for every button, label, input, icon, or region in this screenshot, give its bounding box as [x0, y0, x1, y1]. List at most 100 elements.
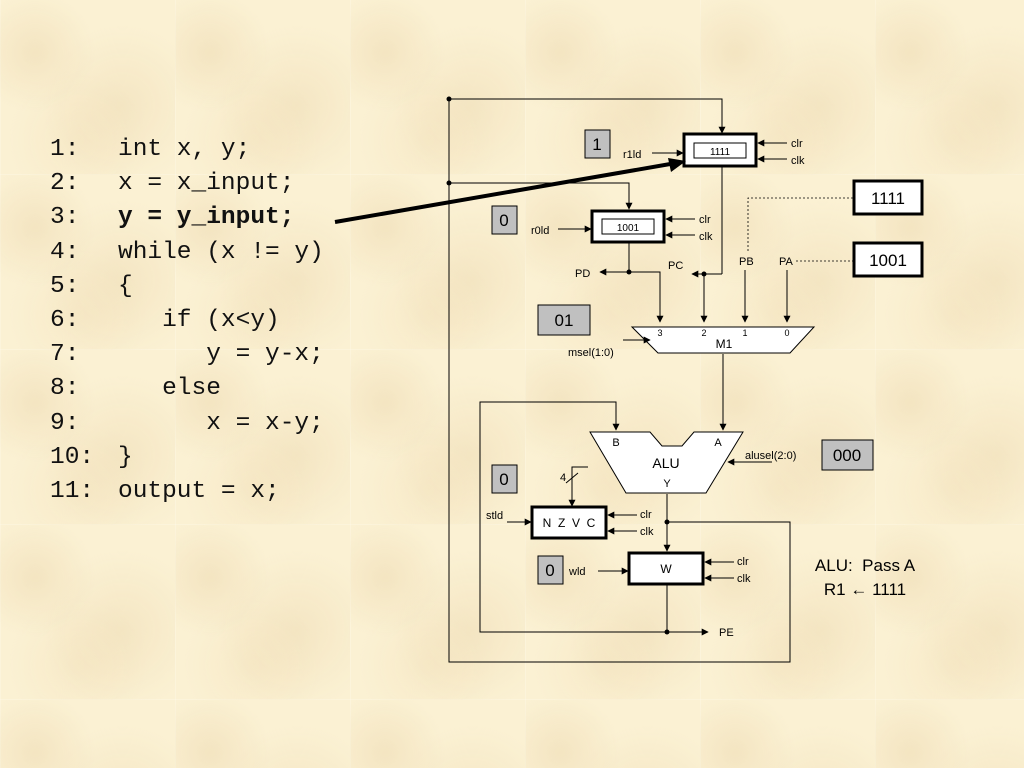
highlight-pointer-head	[668, 158, 686, 172]
alusel-value: 000	[833, 446, 861, 465]
w-clk-label: clk	[737, 573, 751, 585]
pd-label: PD	[575, 268, 590, 280]
line-number: 6:	[50, 306, 80, 334]
r0-value: 1001	[617, 223, 640, 234]
code-line: 10:}	[50, 441, 324, 475]
wld-value: 0	[545, 561, 554, 580]
highlight-pointer	[334, 161, 677, 224]
register-r1: 1111	[682, 132, 758, 168]
junction-dot	[664, 519, 670, 525]
alusel-label: alusel(2:0)	[745, 450, 796, 462]
status-clr-label: clr	[640, 509, 652, 521]
alu-label: ALU	[652, 455, 679, 471]
line-text: if (x<y)	[118, 306, 280, 334]
code-line: 3: y = y_input;	[50, 201, 324, 235]
line-number: 1:	[50, 136, 80, 163]
code-line: 11: output = x;	[50, 475, 324, 509]
wld-label: wld	[568, 566, 586, 578]
stld-value-box: 0	[491, 464, 518, 494]
code-line: 6: if (x<y)	[50, 304, 324, 338]
line-text: {	[118, 272, 133, 300]
status-flags: N Z V C	[543, 516, 596, 530]
msel-value: 01	[555, 311, 574, 330]
line-number: 8:	[50, 375, 80, 403]
code-listing: 1: int x, y; 2: x = x_input; 3: y = y_input; 4…	[50, 133, 324, 509]
line-number: 2:	[50, 170, 80, 198]
register-w: W	[627, 551, 705, 586]
r1ld-value-box: 1	[584, 129, 611, 159]
r0ld-value: 0	[499, 211, 508, 230]
mux-m1: M1 3 2 1 0	[630, 326, 816, 354]
mux-input-2: 2	[701, 328, 706, 338]
line-text: int x, y;	[118, 136, 251, 163]
pb-input-value: 1111	[871, 189, 905, 208]
code-line: 9: x = x-y;	[50, 407, 324, 441]
junction-dot	[626, 269, 632, 275]
line-number: 4:	[50, 238, 80, 266]
alu-out-y: Y	[663, 478, 671, 490]
pc-label: PC	[668, 260, 683, 272]
stld-label: stld	[486, 510, 503, 522]
register-r0: 1001	[590, 209, 666, 244]
line-number: 9:	[50, 409, 80, 437]
mux-input-3: 3	[657, 328, 662, 338]
pe-label: PE	[719, 627, 734, 639]
status-clk-label: clk	[640, 526, 654, 538]
code-line: 7: y = y-x;	[50, 338, 324, 372]
alu-in-b: B	[612, 437, 619, 449]
code-line: 4: while (x != y)	[50, 236, 324, 270]
register-output-wires	[599, 167, 791, 323]
r1ld-value: 1	[592, 135, 601, 154]
note-line-2: R1 ← 1111	[824, 580, 906, 599]
note-line-1: ALU: Pass A	[815, 556, 916, 575]
junction-dot	[446, 180, 452, 186]
line-number: 5:	[50, 272, 80, 300]
status-bus-width: 4	[560, 472, 566, 484]
pa-input-value: 1001	[869, 251, 907, 270]
alusel-value-box: 000	[821, 439, 874, 471]
code-line: 8: else	[50, 372, 324, 406]
alu: ALU B A Y	[589, 431, 744, 494]
msel-label: msel(1:0)	[568, 347, 614, 359]
line-text: }	[118, 443, 133, 471]
line-number: 3:	[50, 204, 80, 232]
r0-clr-label: clr	[699, 214, 711, 226]
line-number: 11:	[50, 477, 95, 505]
line-number: 7:	[50, 341, 80, 369]
pa-label: PA	[779, 256, 794, 268]
junction-dot	[664, 629, 670, 635]
line-text: while (x != y)	[118, 238, 324, 266]
line-text: output = x;	[118, 477, 280, 505]
line-text: x = x-y;	[118, 409, 324, 437]
r1ld-label: r1ld	[623, 149, 641, 161]
mux-input-1: 1	[742, 328, 747, 338]
line-number: 10:	[50, 443, 95, 471]
line-text: y = y_input;	[118, 204, 295, 232]
line-text: x = x_input;	[118, 170, 295, 198]
mux-label: M1	[716, 337, 733, 351]
line-text: else	[118, 375, 221, 403]
r1-clr-label: clr	[791, 138, 803, 150]
stld-value: 0	[499, 470, 508, 489]
r0-clk-label: clk	[699, 231, 713, 243]
alu-in-a: A	[714, 437, 722, 449]
r1-value: 1111	[710, 147, 730, 158]
bus-arrows	[625, 99, 726, 210]
port-input-links	[747, 197, 853, 262]
code-line: 1: int x, y;	[50, 133, 324, 167]
junction-dot	[701, 271, 707, 277]
r0ld-value-box: 0	[491, 205, 518, 235]
code-line: 2: x = x_input;	[50, 167, 324, 201]
r1-clk-label: clk	[791, 155, 805, 167]
status-bus	[568, 466, 588, 507]
line-text: y = y-x;	[118, 341, 324, 369]
msel-value-box: 01	[537, 304, 591, 336]
wld-value-box: 0	[537, 555, 564, 585]
mux-input-0: 0	[784, 328, 789, 338]
w-to-alu-b	[479, 401, 667, 633]
pa-input-box: 1001	[852, 241, 924, 278]
pb-input-box: 1111	[852, 179, 924, 216]
junction-dot	[446, 96, 452, 102]
w-label: W	[660, 562, 672, 576]
